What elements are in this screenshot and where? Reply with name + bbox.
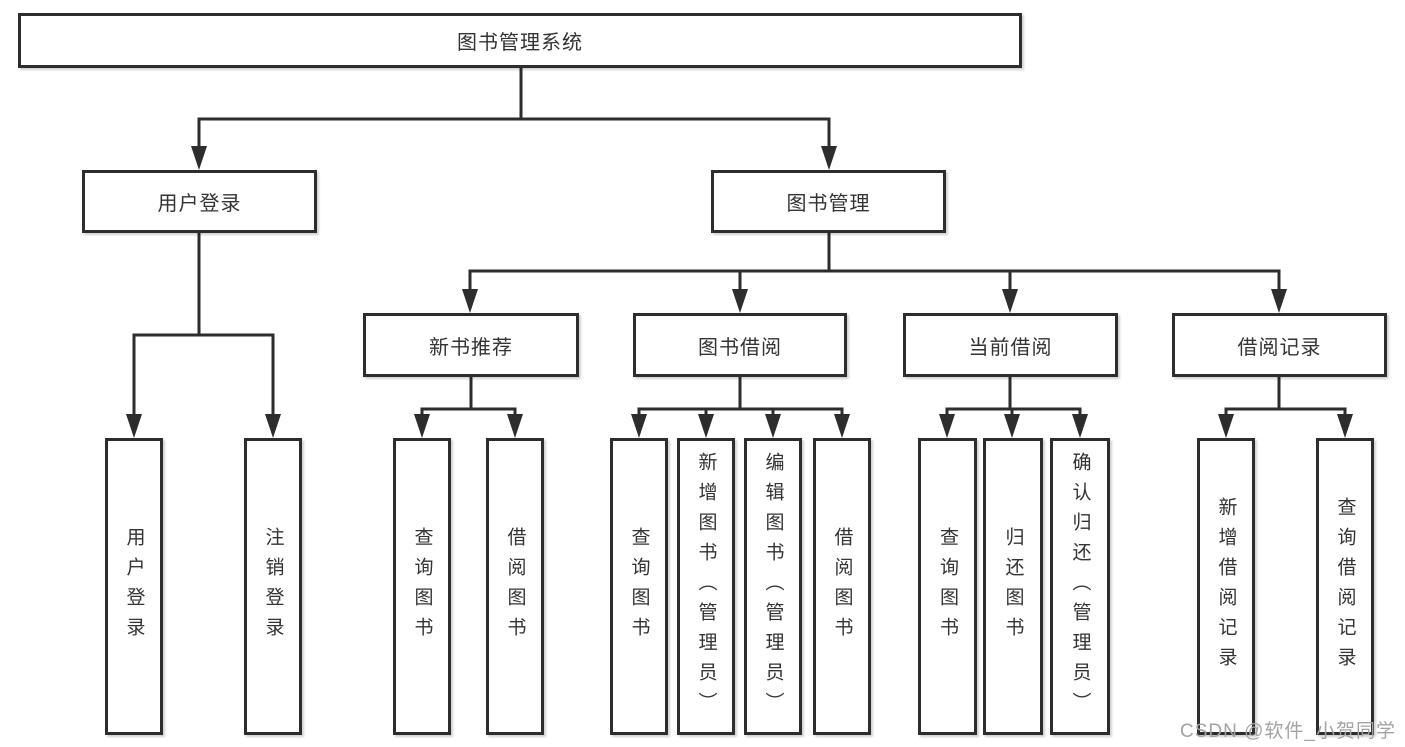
node-label: 查询借阅记录 bbox=[1334, 496, 1356, 677]
leaf-query-books-borrowing: 查询图书 bbox=[610, 438, 668, 735]
node-new-book-recommendation: 新书推荐 bbox=[363, 313, 579, 377]
node-book-borrowing: 图书借阅 bbox=[633, 313, 847, 377]
node-label: 图书借阅 bbox=[698, 336, 782, 359]
leaf-add-books-admin: 新增图书（管理员） bbox=[677, 438, 735, 735]
node-label: 新增借阅记录 bbox=[1215, 496, 1237, 677]
node-label: 新书推荐 bbox=[429, 336, 513, 359]
node-root-library-system: 图书管理系统 bbox=[18, 13, 1022, 68]
leaf-return-books: 归还图书 bbox=[983, 438, 1043, 735]
node-label: 用户登录 bbox=[157, 193, 242, 215]
csdn-watermark: CSDN @软件_小贺同学 bbox=[1180, 721, 1396, 742]
node-label: 图书管理系统 bbox=[457, 32, 583, 54]
leaf-confirm-return-admin: 确认归还（管理员） bbox=[1050, 438, 1110, 735]
leaf-borrow-books-recommend: 借阅图书 bbox=[486, 438, 544, 735]
node-label: 确认归还（管理员） bbox=[1069, 451, 1091, 722]
leaf-query-borrow-record: 查询借阅记录 bbox=[1316, 438, 1374, 735]
node-label: 借阅图书 bbox=[504, 526, 526, 647]
node-label: 归还图书 bbox=[1002, 526, 1024, 647]
leaf-user-login: 用户登录 bbox=[105, 438, 163, 735]
leaf-query-books-current: 查询图书 bbox=[918, 438, 977, 735]
node-borrowing-records: 借阅记录 bbox=[1172, 313, 1387, 377]
node-label: 借阅记录 bbox=[1237, 336, 1322, 359]
node-book-management: 图书管理 bbox=[711, 170, 946, 233]
leaf-query-books-recommend: 查询图书 bbox=[393, 438, 451, 735]
node-label: 编辑图书（管理员） bbox=[762, 451, 784, 722]
leaf-borrow-books: 借阅图书 bbox=[813, 438, 871, 735]
node-label: 用户登录 bbox=[123, 526, 145, 647]
node-label: 图书管理 bbox=[786, 193, 871, 215]
node-user-login: 用户登录 bbox=[82, 170, 317, 233]
node-label: 查询图书 bbox=[937, 526, 958, 647]
node-label: 查询图书 bbox=[411, 526, 433, 647]
node-label: 当前借阅 bbox=[968, 336, 1053, 359]
leaf-add-borrow-record: 新增借阅记录 bbox=[1197, 438, 1255, 735]
leaf-logout: 注销登录 bbox=[244, 438, 302, 735]
node-label: 新增图书（管理员） bbox=[695, 451, 717, 722]
leaf-edit-books-admin: 编辑图书（管理员） bbox=[744, 438, 802, 735]
node-label: 注销登录 bbox=[262, 526, 284, 647]
node-current-borrowing: 当前借阅 bbox=[903, 313, 1118, 377]
node-label: 查询图书 bbox=[628, 526, 650, 647]
node-label: 借阅图书 bbox=[831, 526, 853, 647]
